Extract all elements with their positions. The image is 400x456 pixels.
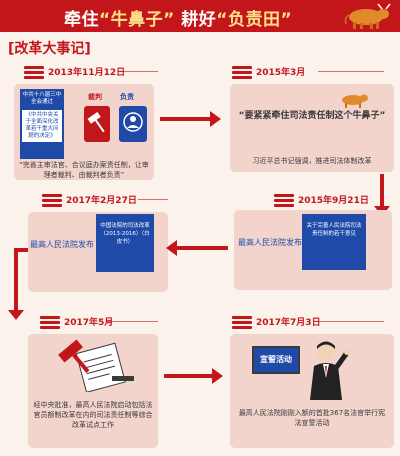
arrow-left-1	[176, 246, 228, 250]
date-underline	[138, 199, 168, 200]
date-label: 2015年9月21日	[298, 196, 369, 206]
date-tag-2017-05: 2017年5月	[40, 313, 113, 330]
doc-title: 《中共中央关于全面深化改革若干重大问题的决定》	[22, 110, 62, 142]
arrow-right-1	[160, 117, 212, 121]
date-label: 2017年7月3日	[256, 318, 321, 328]
doc-header: 中共十八届三中全会通过	[22, 92, 62, 105]
label-judge: 裁判	[88, 93, 102, 101]
event-caption-2017-05: 经中央批准，最高人民法院启动包括法官员额制改革在内的司法责任制等综合改革试点工作	[33, 401, 153, 429]
opinion-title: 关于完善人民法院司法责任制的若干意见	[306, 223, 362, 237]
date-label: 2013年11月12日	[48, 68, 126, 78]
opinion-document: 关于完善人民法院司法责任制的若干意见	[302, 214, 366, 270]
ox-small-icon	[342, 94, 368, 108]
section-title: [改革大事记]	[8, 41, 91, 57]
date-tag-2017-02: 2017年2月27日	[42, 191, 137, 208]
publisher-label: 最高人民法院发布	[30, 240, 94, 249]
publisher-label: 最高人民法院发布	[238, 238, 302, 247]
date-label: 2015年3月	[256, 68, 306, 78]
event-caption-2017-07: 最高人民法院刚刚入额的首批367名法官举行宪法宣誓活动	[238, 409, 386, 427]
date-underline	[318, 321, 384, 322]
books-icon	[24, 65, 44, 79]
gavel-document-icon	[58, 339, 134, 392]
arrow-head-right-2	[212, 368, 223, 384]
books-icon	[232, 315, 252, 329]
arrow-connector	[14, 248, 28, 252]
arrow-head-left-1	[166, 240, 177, 256]
date-tag-2013-11: 2013年11月12日	[24, 63, 125, 80]
label-responsible: 负责	[120, 93, 134, 101]
event-caption-2013: “完善主审法官、合议庭办案责任制，让审理者裁判、由裁判者负责”	[19, 161, 149, 179]
banner-title: 牵住“牛鼻子” 耕好“负责田”	[64, 5, 292, 30]
title-part-1: 牵住	[64, 10, 99, 30]
books-icon	[274, 193, 294, 207]
event-caption-2015-03: 习近平总书记强调，推进司法体制改革	[252, 157, 372, 165]
person-icon	[119, 106, 147, 142]
title-part-2: 耕好	[181, 10, 217, 30]
books-icon	[40, 315, 60, 329]
quote-text: “要紧紧牵住司法责任制这个牛鼻子”	[238, 111, 386, 121]
date-tag-2017-07: 2017年7月3日	[232, 313, 321, 330]
arrow-down-1	[380, 174, 384, 208]
date-underline	[118, 71, 158, 72]
header-banner: 牵住“牛鼻子” 耕好“负责田”	[0, 0, 400, 32]
oath-board: 宣誓活动	[252, 346, 300, 374]
board-text: 宣誓活动	[260, 355, 292, 364]
arrow-down-2	[14, 252, 18, 314]
books-icon	[232, 65, 252, 79]
date-underline	[106, 321, 158, 322]
title-quote-2: “负责田”	[216, 10, 293, 30]
whitepaper-title: 中国法院的司法改革（2013-2016）（白皮书）	[100, 223, 150, 245]
judge-figure-icon	[310, 341, 350, 400]
ox-icon	[344, 3, 391, 29]
date-tag-2015-03: 2015年3月	[232, 63, 305, 80]
gavel-icon	[84, 106, 110, 142]
whitepaper-document: 中国法院的司法改革（2013-2016）（白皮书）	[96, 214, 154, 272]
title-quote-1: “牛鼻子”	[99, 10, 175, 30]
arrow-right-2	[164, 374, 214, 378]
date-label: 2017年2月27日	[66, 196, 137, 206]
arrow-head-right-1	[210, 111, 221, 127]
books-icon	[42, 193, 62, 207]
date-underline	[318, 71, 384, 72]
arrow-head-down-2	[8, 310, 24, 320]
date-label: 2017年5月	[64, 318, 114, 328]
document-icon: 中共十八届三中全会通过 《中共中央关于全面深化改革若干重大问题的决定》	[20, 89, 64, 159]
date-tag-2015-09: 2015年9月21日	[274, 191, 369, 208]
